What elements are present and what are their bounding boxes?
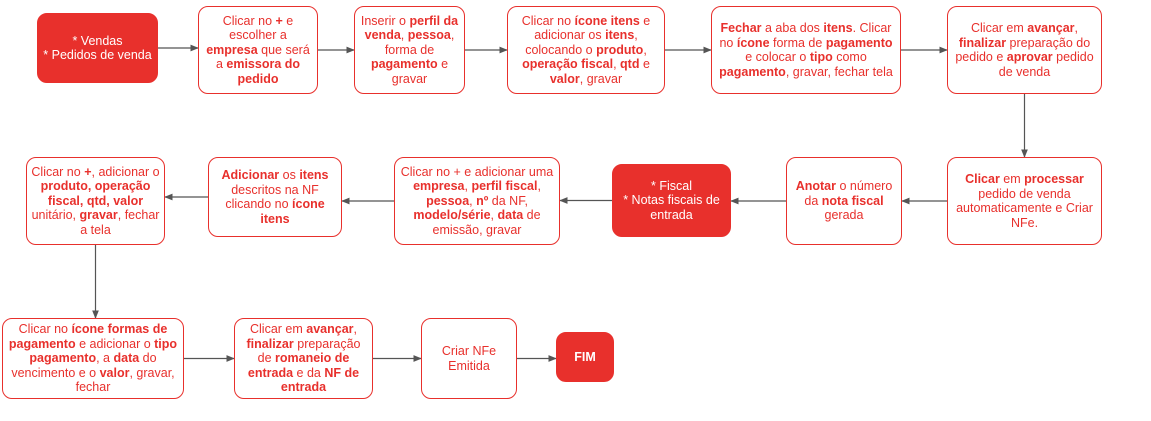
step-label: * Vendas* Pedidos de venda [43,33,152,63]
step-inserir-perfil: Inserir o perfil da venda, pessoa, forma… [354,6,465,94]
step-label: Clicar no +, adicionar o produto, operaç… [31,164,160,237]
step-adicionar-itens-nf: Adicionar os itens descritos na NF clica… [208,157,342,237]
step-fim: FIM [556,332,614,382]
step-processar: Clicar em processar pedido de venda auto… [947,157,1102,245]
step-label: FIM [574,349,596,364]
step-anotar-nf: Anotar o número da nota fiscal gerada [786,157,902,245]
step-label: Clicar no + e escolher a empresa que ser… [206,13,310,86]
step-adicionar-empresa: Clicar no + e adicionar uma empresa, per… [394,157,560,245]
step-label: Clicar no + e adicionar uma empresa, per… [400,164,554,237]
step-avancar-aprovar: Clicar em avançar, finalizar preparação … [947,6,1102,94]
step-label: Clicar no ícone itens e adicionar os ite… [521,13,651,86]
step-icone-itens: Clicar no ícone itens e adicionar os ite… [507,6,665,94]
step-adicionar-produto: Clicar no +, adicionar o produto, operaç… [26,157,165,245]
step-label: Adicionar os itens descritos na NF clica… [221,168,329,226]
step-forma-pagamento: Fechar a aba dos itens. Clicar no ícone … [711,6,901,94]
step-label: * Fiscal* Notas fiscais de entrada [623,178,720,222]
step-label: Fechar a aba dos itens. Clicar no ícone … [719,21,893,79]
step-label: Clicar em avançar, finalizar preparação … [955,21,1094,79]
step-escolher-empresa: Clicar no + e escolher a empresa que ser… [198,6,318,94]
step-label: Clicar no ícone formas de pagamento e ad… [8,322,178,395]
step-label: Inserir o perfil da venda, pessoa, forma… [360,13,459,86]
step-finalizar-romaneio: Clicar em avançar, finalizar preparação … [234,318,373,399]
step-label: Anotar o número da nota fiscal gerada [795,179,893,223]
step-formas-pagamento: Clicar no ícone formas de pagamento e ad… [2,318,184,399]
step-vendas-start: * Vendas* Pedidos de venda [37,13,158,83]
step-label: Clicar em processar pedido de venda auto… [956,172,1093,230]
step-label: Clicar em avançar, finalizar preparação … [246,322,361,395]
step-fiscal-start: * Fiscal* Notas fiscais de entrada [612,164,731,237]
